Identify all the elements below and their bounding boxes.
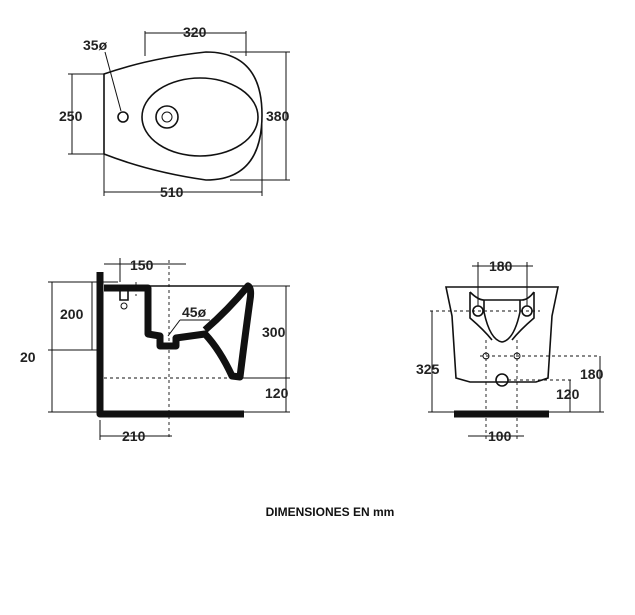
top-view-width-label: 320 (183, 24, 207, 40)
top-view: 35ø 320 250 380 510 (59, 24, 290, 200)
front-view-outline (445, 286, 559, 383)
side-view-bidet-profile (104, 282, 255, 381)
side-view-height-200-label: 200 (60, 306, 84, 322)
top-view-length-label: 510 (160, 184, 184, 200)
side-view-outlet-diameter-label: 45ø (182, 304, 207, 320)
side-view-top-offset-label: 150 (130, 257, 154, 273)
side-view-height-20-label: 20 (20, 349, 36, 365)
front-view-drain (495, 373, 509, 387)
side-view-tap-hole (120, 302, 128, 310)
top-view-height-right-label: 380 (266, 108, 290, 124)
side-view-depth-label: 210 (122, 428, 146, 444)
front-view-height-325-label: 325 (416, 361, 440, 377)
top-view-bowl (141, 77, 259, 157)
side-view-height-300-label: 300 (262, 324, 286, 340)
top-view-height-left-label: 250 (59, 108, 83, 124)
side-view: 150 200 20 45ø 300 120 210 (20, 257, 290, 444)
top-view-hole-diameter-label: 35ø (83, 37, 108, 53)
dimensions-caption: DIMENSIONES EN mm (265, 505, 395, 519)
front-view-height-120-label: 120 (556, 386, 580, 402)
side-view-height-120-label: 120 (265, 385, 289, 401)
top-view-drain-outer (155, 105, 179, 129)
top-view-drain-inner (161, 111, 173, 123)
front-view: 180 325 180 120 100 (416, 258, 604, 444)
side-view-wall-floor (96, 272, 244, 418)
top-view-tap-hole (117, 111, 129, 123)
front-view-height-180-label: 180 (580, 366, 604, 382)
front-view-width-100-label: 100 (488, 428, 512, 444)
front-view-width-180-label: 180 (489, 258, 513, 274)
